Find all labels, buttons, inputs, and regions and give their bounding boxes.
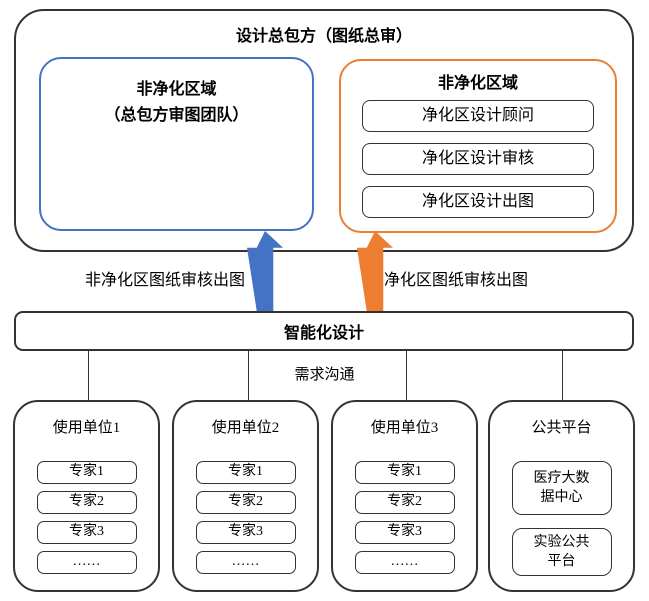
expert-box: 专家2	[354, 491, 455, 514]
experiment-public-platform-box: 实验公共 平台	[511, 528, 612, 576]
design-contractor-title: 设计总包方（图纸总审）	[235, 28, 412, 45]
connector-line-1	[88, 351, 89, 401]
clean-area-design-box: 非净化区域 净化区设计顾问 净化区设计审核 净化区设计出图	[339, 59, 617, 233]
user-unit-1-box: 使用单位1 专家1 专家2 专家3 ……	[13, 400, 160, 592]
expert-box: 专家3	[36, 521, 137, 544]
ellipsis-box: ……	[195, 551, 296, 574]
clean-area-consultant-box: 净化区设计顾问	[362, 100, 594, 132]
design-contractor-box: 设计总包方（图纸总审） 非净化区域 （总包方审图团队） 非净化区域 净化区设计顾…	[14, 9, 634, 252]
connector-line-3	[406, 351, 407, 401]
expert-box: 专家1	[36, 461, 137, 484]
right-box-title: 非净化区域	[437, 75, 518, 92]
non-clean-area-review-team-box: 非净化区域 （总包方审图团队）	[39, 57, 314, 231]
clean-area-drawing-box: 净化区设计出图	[362, 186, 594, 218]
group-title: 使用单位3	[370, 420, 439, 436]
group-title: 公共平台	[531, 420, 592, 436]
connector-line-2	[248, 351, 249, 401]
expert-box: 专家3	[195, 521, 296, 544]
connector-line-4	[562, 351, 563, 401]
orange-arrow-label: 净化区图纸审核出图	[384, 272, 529, 289]
requirement-communication-label: 需求沟通	[294, 367, 355, 383]
expert-box: 专家3	[354, 521, 455, 544]
ellipsis-box: ……	[354, 551, 455, 574]
left-box-title: 非净化区域	[136, 81, 217, 98]
expert-box: 专家2	[36, 491, 137, 514]
group-title: 使用单位2	[211, 420, 280, 436]
group-title: 使用单位1	[52, 420, 121, 436]
user-unit-2-box: 使用单位2 专家1 专家2 专家3 ……	[172, 400, 319, 592]
expert-box: 专家1	[354, 461, 455, 484]
expert-box: 专家1	[195, 461, 296, 484]
intelligent-design-label: 智能化设计	[283, 325, 364, 342]
ellipsis-box: ……	[36, 551, 137, 574]
user-unit-3-box: 使用单位3 专家1 专家2 专家3 ……	[331, 400, 478, 592]
intelligent-design-bar: 智能化设计	[14, 311, 634, 351]
clean-area-review-box: 净化区设计审核	[362, 143, 594, 175]
blue-arrow-label: 非净化区图纸审核出图	[85, 272, 246, 289]
expert-box: 专家2	[195, 491, 296, 514]
medical-big-data-center-box: 医疗大数 据中心	[511, 461, 612, 515]
public-platform-box: 公共平台 医疗大数 据中心 实验公共 平台	[488, 400, 635, 592]
left-box-subtitle: （总包方审图团队）	[104, 107, 249, 124]
